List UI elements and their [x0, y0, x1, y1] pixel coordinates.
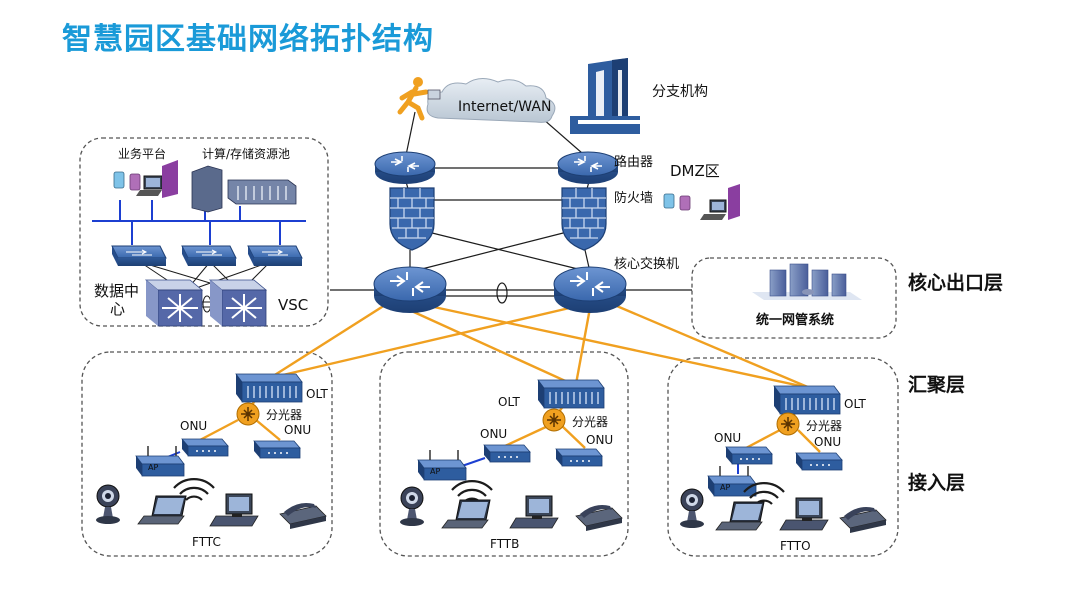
- dc-switch-icon-3: [247, 245, 303, 267]
- dc-link-aggregation-mark: [202, 295, 212, 313]
- access-group-ftto: [667, 357, 899, 557]
- splitter-icon-fttc: [236, 402, 260, 426]
- webcam-icon-ftto: [679, 488, 705, 529]
- ap-label-ftto: AP: [720, 483, 730, 492]
- group-name-ftto: FTTO: [780, 539, 811, 553]
- onu-icon-right-fttb: [555, 448, 603, 467]
- router-label: 路由器: [614, 154, 653, 170]
- internet-user-icon: [397, 77, 441, 121]
- onu-icon-left-fttb: [483, 444, 531, 463]
- router-icon-right: [557, 151, 619, 185]
- building-icon: [570, 58, 640, 134]
- fiber-links: [199, 302, 821, 453]
- splitter-label-fttc: 分光器: [266, 408, 302, 422]
- onu-icon-left-fttc: [181, 438, 229, 457]
- branch-label: 分支机构: [652, 84, 708, 100]
- desktop-icon-ftto: [779, 497, 829, 531]
- dc-firewall-server-icon-2: [209, 279, 267, 327]
- datacenter-group: [79, 137, 329, 327]
- onu-icon-right-ftto: [795, 452, 843, 471]
- group-name-fttb: FTTB: [490, 537, 519, 551]
- layer-label-aggregation: 汇聚层: [908, 374, 965, 396]
- nms-label: 统一网管系统: [756, 312, 834, 328]
- wifi-icon-fttb: [450, 480, 494, 504]
- firewall-label: 防火墙: [614, 190, 653, 206]
- onu-right-label-fttc: ONU: [284, 423, 311, 437]
- olt-icon-ftto: [773, 385, 841, 415]
- core-switch-label: 核心交换机: [614, 256, 679, 272]
- vsc-label: VSC: [278, 296, 308, 314]
- webcam-icon-fttb: [399, 486, 425, 527]
- ap-label-fttb: AP: [430, 467, 440, 476]
- desktop-icon-fttb: [509, 495, 559, 529]
- link-aggregation-mark: [496, 282, 508, 304]
- internet-label: Internet/WAN: [458, 99, 551, 115]
- dc-switch-icon-1: [111, 245, 167, 267]
- laptop-icon-fttc: [137, 495, 187, 525]
- ap-icon-ftto: [707, 465, 757, 497]
- core-switch-icon-right: [553, 266, 627, 314]
- onu-left-label-ftto: ONU: [714, 431, 741, 445]
- core-switch-icon-left: [373, 266, 447, 314]
- dc-switch-icon-2: [181, 245, 237, 267]
- olt-label-fttb: OLT: [498, 395, 520, 409]
- group-name-fttc: FTTC: [192, 535, 221, 549]
- layer-label-access: 接入层: [908, 472, 965, 494]
- ap-label-fttc: AP: [148, 463, 158, 472]
- layer-label-core: 核心出口层: [908, 271, 1003, 294]
- olt-label-fttc: OLT: [306, 387, 328, 401]
- splitter-label-fttb: 分光器: [572, 415, 608, 429]
- onu-left-label-fttc: ONU: [180, 419, 207, 433]
- router-icon-left: [374, 151, 436, 185]
- laptop-icon-fttb: [441, 499, 491, 529]
- phone-icon-fttb: [575, 504, 623, 532]
- datacenter-label-line2: 心: [110, 300, 125, 318]
- dc-firewall-server-icon-1: [145, 279, 203, 327]
- ap-icon-fttc: [135, 445, 185, 477]
- olt-icon-fttc: [235, 373, 303, 403]
- biz-platform-label: 业务平台: [118, 146, 166, 161]
- onu-icon-left-ftto: [725, 446, 773, 465]
- laptop-icon-ftto: [715, 501, 765, 531]
- datacenter-label-line1: 数据中: [94, 282, 139, 300]
- olt-label-ftto: OLT: [844, 397, 866, 411]
- phone-icon-ftto: [839, 506, 887, 534]
- nms-group: [691, 257, 897, 339]
- phone-icon-fttc: [279, 502, 327, 530]
- page-title: 智慧园区基础网络拓扑结构: [62, 22, 434, 57]
- splitter-icon-ftto: [776, 412, 800, 436]
- firewall-icon-right: [561, 187, 607, 251]
- onu-right-label-fttb: ONU: [586, 433, 613, 447]
- onu-right-label-ftto: ONU: [814, 435, 841, 449]
- ap-icon-fttb: [417, 449, 467, 481]
- dmz-label: DMZ区: [670, 162, 720, 180]
- firewall-icon-left: [389, 187, 435, 251]
- biz-platform-icon: [113, 160, 178, 198]
- access-group-fttc: [81, 351, 333, 557]
- nms-server-icon: [752, 263, 862, 300]
- compute-pool-label: 计算/存储资源池: [202, 146, 290, 161]
- olt-icon-fttb: [537, 379, 605, 409]
- onu-left-label-fttb: ONU: [480, 427, 507, 441]
- splitter-icon-fttb: [542, 408, 566, 432]
- compute-storage-icon: [191, 165, 297, 213]
- splitter-label-ftto: 分光器: [806, 419, 842, 433]
- desktop-icon-fttc: [209, 493, 259, 527]
- webcam-icon-fttc: [95, 484, 121, 525]
- access-group-fttb: [379, 351, 629, 557]
- dmz-server-icon: [663, 184, 740, 220]
- onu-icon-right-fttc: [253, 440, 301, 459]
